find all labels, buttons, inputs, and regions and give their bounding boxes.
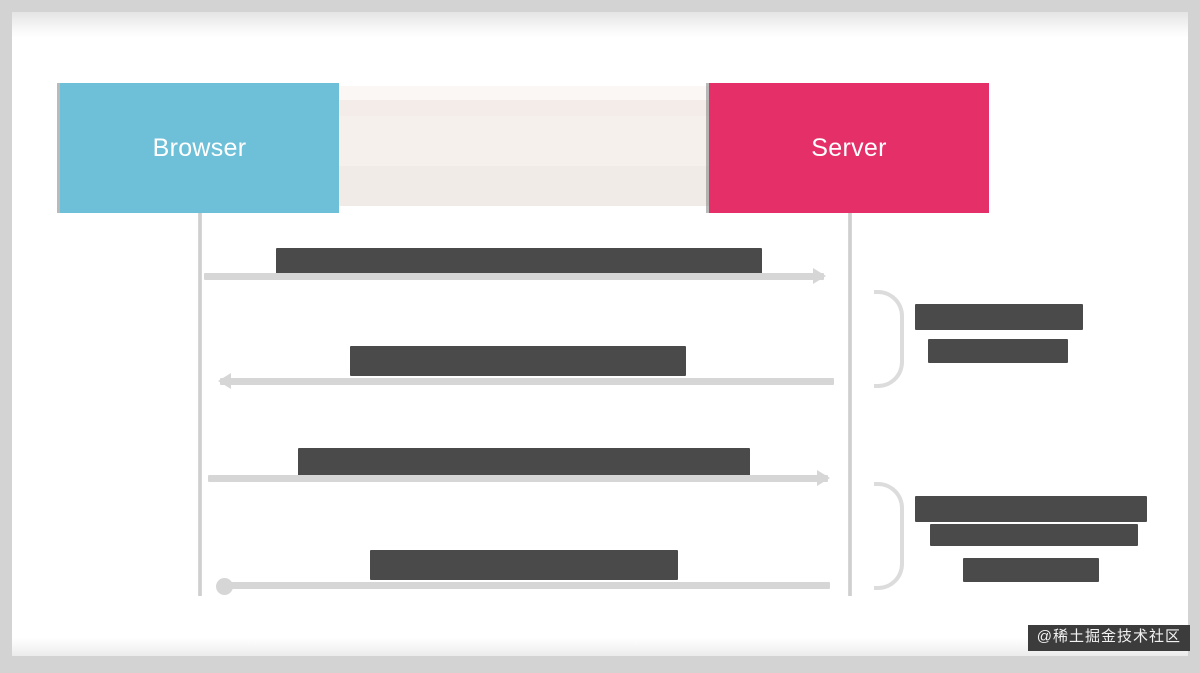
background-band-2 [339,100,713,116]
background-band-4 [339,166,713,206]
actor-box-server[interactable]: Server [709,83,989,213]
lifeline-browser [198,213,202,596]
message-label-2 [350,346,686,376]
message-label-3 [298,448,750,478]
note-1-line-1 [915,304,1083,330]
actor-label-server: Server [811,133,887,162]
note-1-line-2 [928,339,1068,363]
message-arrow-3 [208,470,830,486]
slide-bottom-gradient [12,638,1188,656]
note-2-line-2 [930,524,1138,546]
background-band-3 [339,116,713,166]
note-2-line-3 [963,558,1099,582]
lifeline-server [848,213,852,596]
note-brace-2 [874,482,904,590]
slide-canvas: Browser Server [12,12,1188,656]
note-2-line-1 [915,496,1147,522]
message-arrow-2 [218,373,834,389]
actor-label-browser: Browser [152,133,247,162]
message-label-4 [370,550,678,580]
watermark: @稀土掘金技术社区 [1027,625,1190,651]
note-brace-1 [874,290,904,388]
lifeline-browser-core [199,213,201,596]
background-band-1 [339,86,713,100]
message-arrow-4 [226,582,830,589]
message-arrow-1 [204,268,826,284]
slide-top-gradient [12,12,1188,38]
lifeline-server-core [849,213,851,596]
actor-box-browser[interactable]: Browser [60,83,339,213]
